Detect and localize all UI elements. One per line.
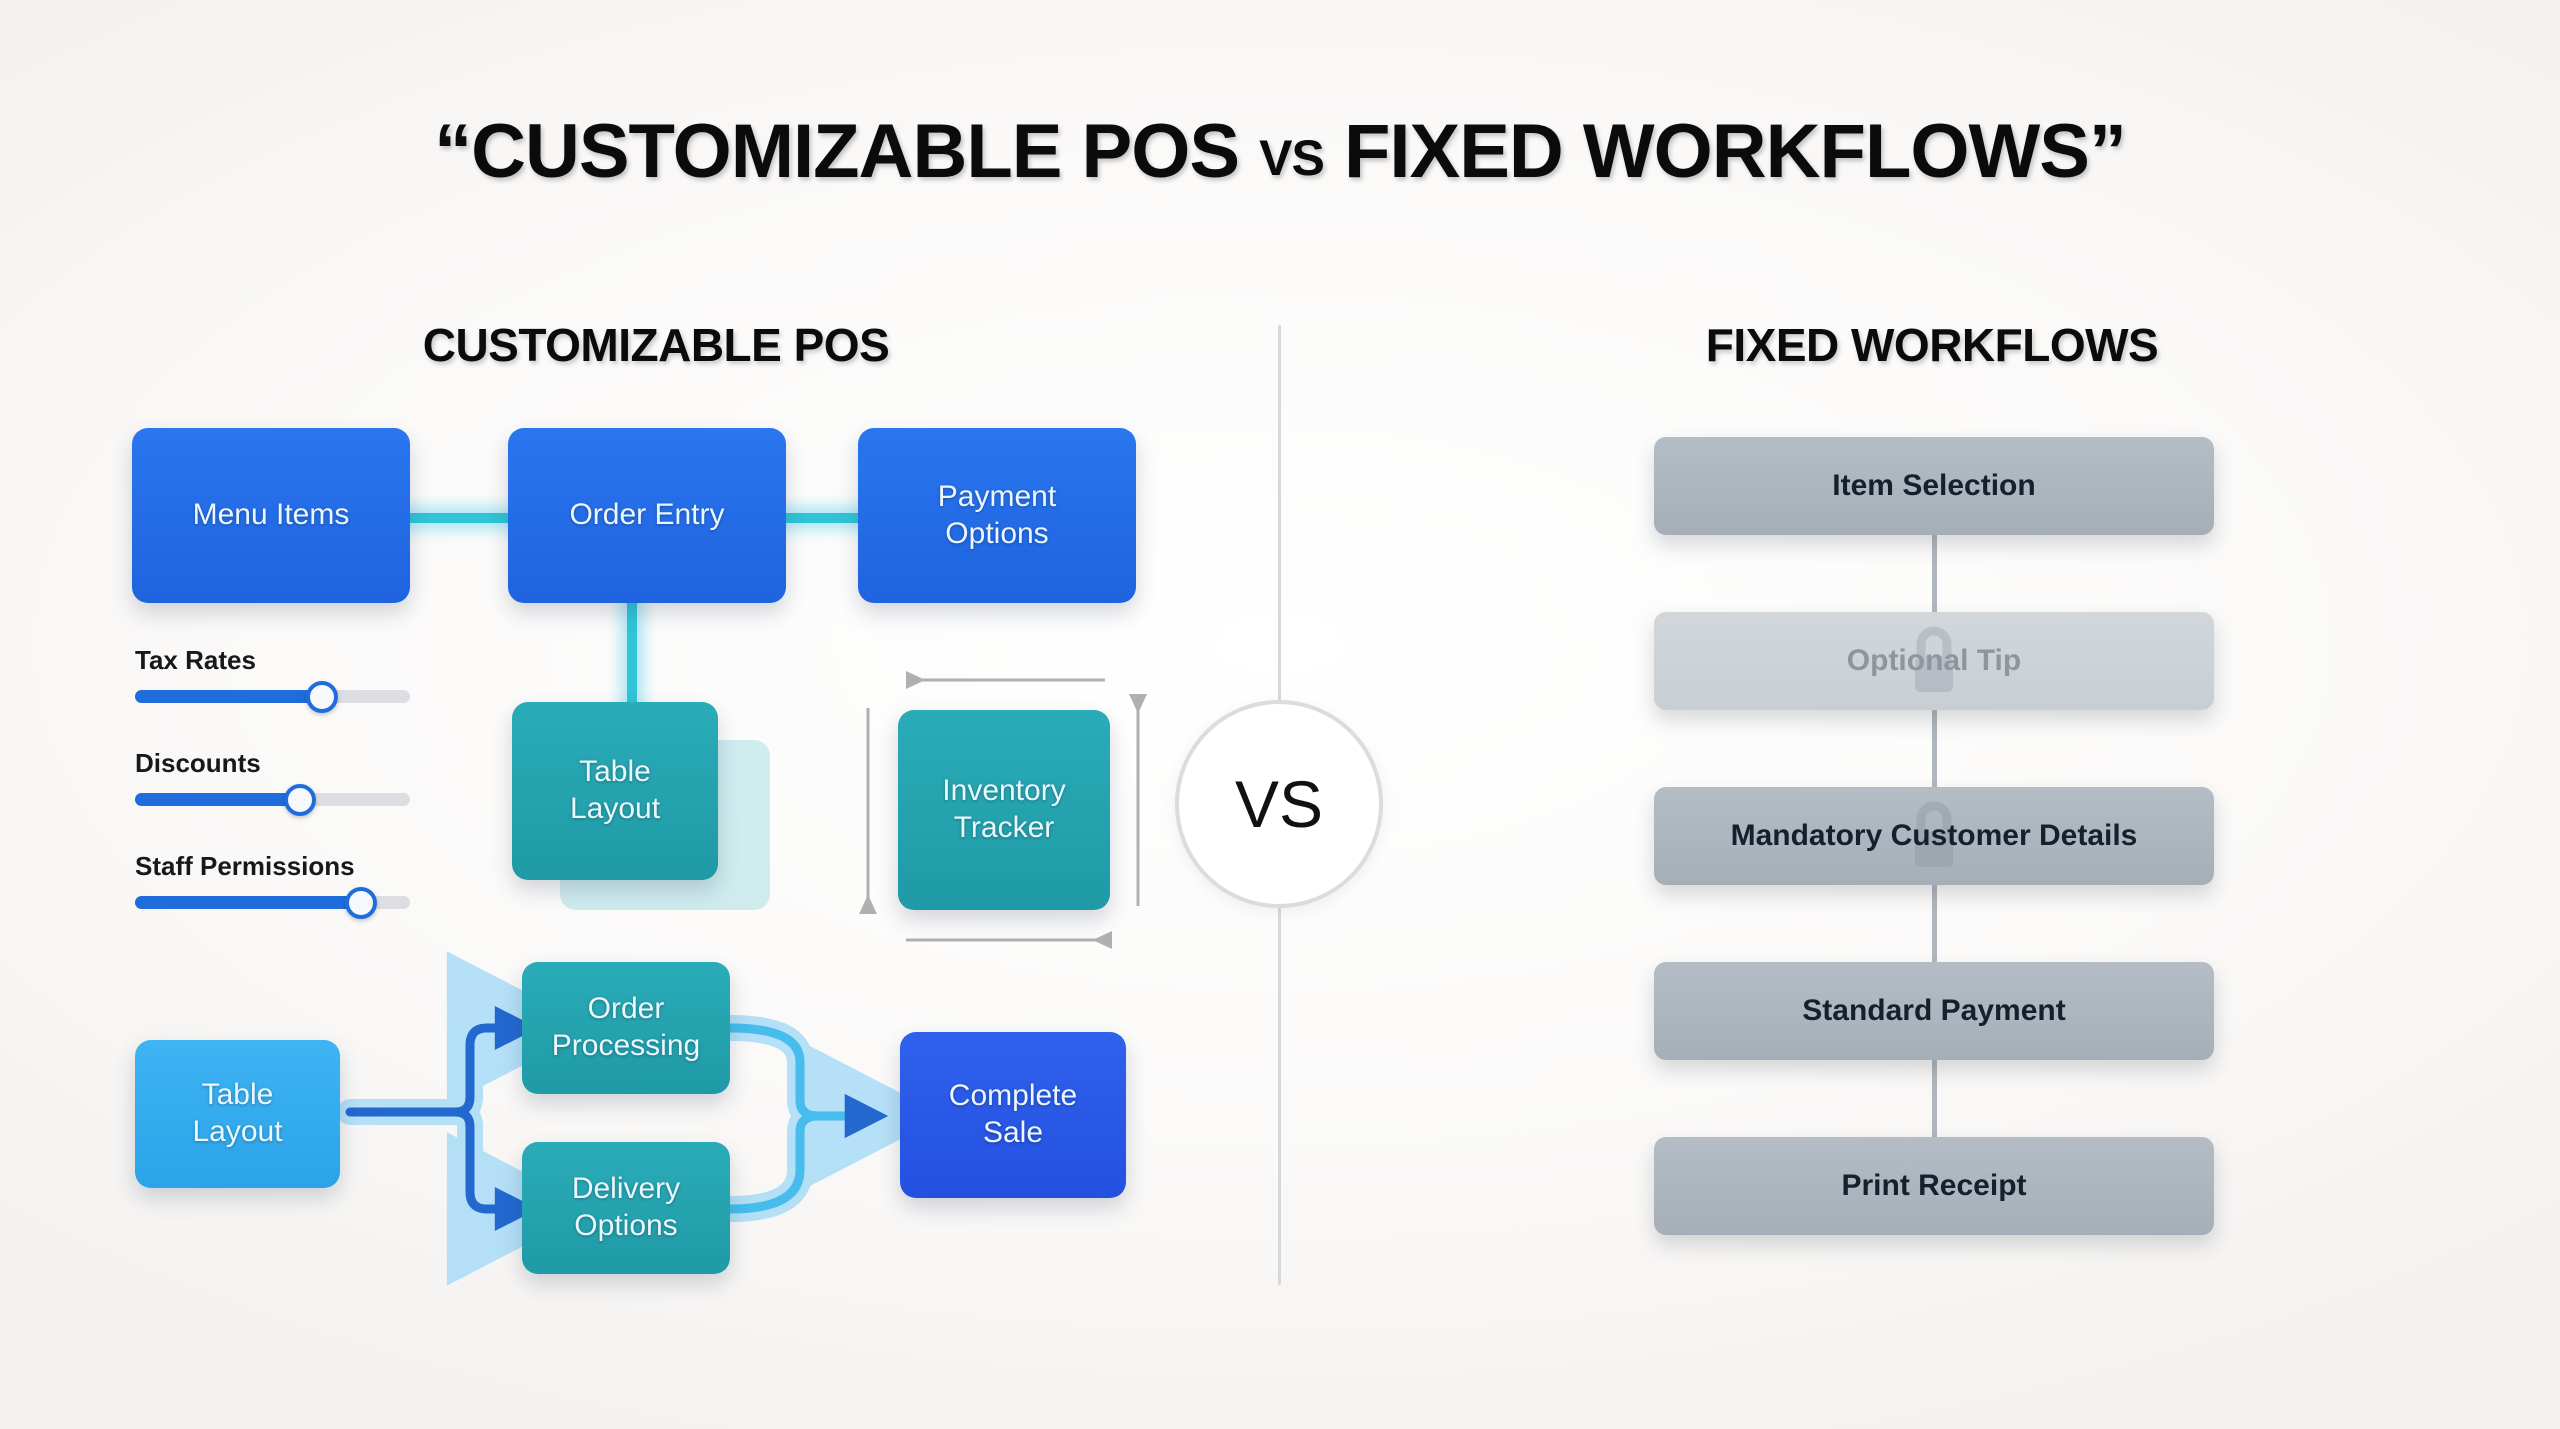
page-title: “CUSTOMIZABLE POS VS FIXED WORKFLOWS” — [0, 108, 2560, 195]
slider-track-discounts[interactable] — [135, 783, 410, 816]
lock-icon — [1915, 801, 1953, 867]
node-table-layout-middle[interactable]: Table Layout — [512, 702, 718, 880]
step-standard-payment-label: Standard Payment — [1802, 994, 2066, 1027]
step-print-receipt-label: Print Receipt — [1841, 1169, 2027, 1202]
node-inventory-tracker-label-line2: Tracker — [953, 811, 1055, 844]
left-section-heading: CUSTOMIZABLE POS — [422, 319, 890, 371]
resize-arrow-top-left-icon[interactable] — [900, 660, 1120, 700]
slider-knob-discounts[interactable] — [284, 783, 316, 816]
step-connector-3 — [1932, 880, 1937, 970]
node-payment-options[interactable]: Payment Options — [858, 428, 1136, 603]
node-payment-options-label-line2: Options — [945, 516, 1049, 550]
node-delivery-options-label-line1: Delivery — [571, 1172, 681, 1206]
slider-group-tax-rates[interactable]: Tax Rates — [135, 645, 410, 713]
slider-fill-staff-permissions — [135, 896, 361, 909]
node-order-processing-label-line1: Order — [587, 992, 665, 1026]
node-complete-sale-label-line1: Complete — [948, 1079, 1078, 1113]
node-table-layout-flow-label-line2: Layout — [192, 1115, 283, 1148]
node-delivery-options[interactable]: Delivery Options — [522, 1142, 730, 1274]
step-item-selection[interactable]: Item Selection — [1654, 437, 2214, 535]
node-order-entry-label: Order Entry — [569, 498, 725, 532]
node-order-processing-label-line2: Processing — [551, 1029, 701, 1062]
right-section-heading: FIXED WORKFLOWS — [1705, 319, 2159, 371]
title-vs: VS — [1259, 130, 1325, 186]
resize-arrow-bottom-right-icon[interactable] — [898, 920, 1118, 960]
step-print-receipt[interactable]: Print Receipt — [1654, 1137, 2214, 1235]
slider-track-tax-rates[interactable] — [135, 680, 410, 713]
step-connector-1 — [1932, 530, 1937, 620]
lock-icon — [1915, 626, 1953, 692]
slider-knob-tax-rates[interactable] — [306, 680, 338, 713]
slider-knob-staff-permissions[interactable] — [344, 886, 377, 919]
node-complete-sale-label-line2: Sale — [982, 1116, 1044, 1149]
node-table-layout-flow-source[interactable]: Table Layout — [135, 1040, 340, 1188]
vs-badge: VS — [1175, 700, 1383, 908]
connector-order-to-table-layout — [627, 585, 637, 715]
slider-fill-discounts — [135, 793, 300, 806]
step-mandatory-customer-details[interactable]: Mandatory Customer Details — [1654, 787, 2214, 885]
node-table-layout-middle-label-line2: Layout — [569, 792, 661, 825]
slider-label-tax-rates: Tax Rates — [135, 645, 256, 675]
step-connector-2 — [1932, 705, 1937, 795]
node-menu-items-label: Menu Items — [192, 498, 350, 532]
slider-track-staff-permissions[interactable] — [135, 886, 410, 919]
node-table-layout-flow-label-line1: Table — [201, 1078, 274, 1112]
node-complete-sale[interactable]: Complete Sale — [900, 1032, 1126, 1198]
node-order-entry[interactable]: Order Entry — [508, 428, 786, 603]
node-payment-options-label-line1: Payment — [937, 479, 1057, 513]
slider-group-discounts[interactable]: Discounts — [135, 748, 410, 816]
step-mandatory-customer-details-label: Mandatory Customer Details — [1730, 819, 2138, 852]
resize-arrow-left-down-icon[interactable] — [848, 700, 888, 920]
node-menu-items[interactable]: Menu Items — [132, 428, 410, 603]
step-item-selection-label: Item Selection — [1832, 469, 2036, 502]
slider-group-staff-permissions[interactable]: Staff Permissions — [135, 851, 410, 919]
node-inventory-tracker-label-line1: Inventory — [942, 774, 1066, 808]
node-inventory-tracker[interactable]: Inventory Tracker — [898, 710, 1110, 910]
title-part-two: FIXED WORKFLOWS” — [1323, 109, 2127, 194]
step-optional-tip: Optional Tip — [1654, 612, 2214, 710]
step-optional-tip-label: Optional Tip — [1846, 644, 2022, 677]
step-connector-4 — [1932, 1055, 1937, 1145]
step-standard-payment[interactable]: Standard Payment — [1654, 962, 2214, 1060]
node-table-layout-middle-label-line1: Table — [579, 755, 651, 789]
slider-label-staff-permissions: Staff Permissions — [135, 851, 355, 881]
title-part-one: “CUSTOMIZABLE POS — [434, 109, 1260, 194]
node-delivery-options-label-line2: Options — [574, 1209, 678, 1242]
slider-fill-tax-rates — [135, 690, 322, 703]
resize-arrow-right-up-icon[interactable] — [1118, 690, 1158, 915]
node-order-processing[interactable]: Order Processing — [522, 962, 730, 1094]
slider-label-discounts: Discounts — [135, 748, 261, 778]
